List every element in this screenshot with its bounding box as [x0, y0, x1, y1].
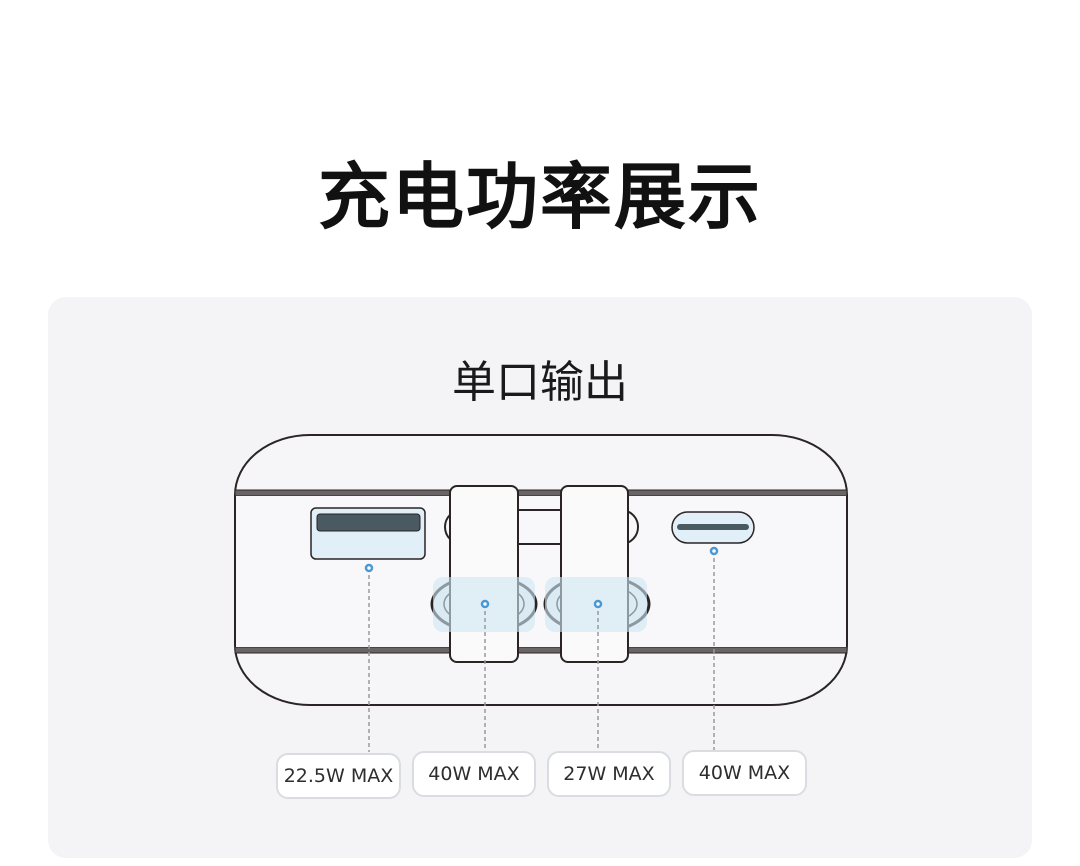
port-dot: [709, 546, 719, 556]
top-rail: [234, 489, 848, 497]
usb-c-port: [671, 511, 755, 544]
power-label-round-2: 27W MAX: [547, 751, 671, 797]
usb-a-port: [310, 507, 426, 560]
power-label-round-1: 40W MAX: [412, 751, 536, 797]
page-title: 充电功率展示: [317, 155, 762, 239]
port-dot: [480, 599, 490, 609]
leader-lines: [368, 551, 715, 752]
power-label-usb-a: 22.5W MAX: [276, 753, 401, 799]
bottom-rail: [234, 646, 848, 654]
section-subtitle: 单口输出: [452, 357, 628, 408]
power-label-usb-c: 40W MAX: [682, 750, 807, 796]
port-dot: [364, 563, 374, 573]
port-dot: [593, 599, 603, 609]
clip-right: [560, 485, 629, 663]
clip-left: [449, 485, 519, 663]
